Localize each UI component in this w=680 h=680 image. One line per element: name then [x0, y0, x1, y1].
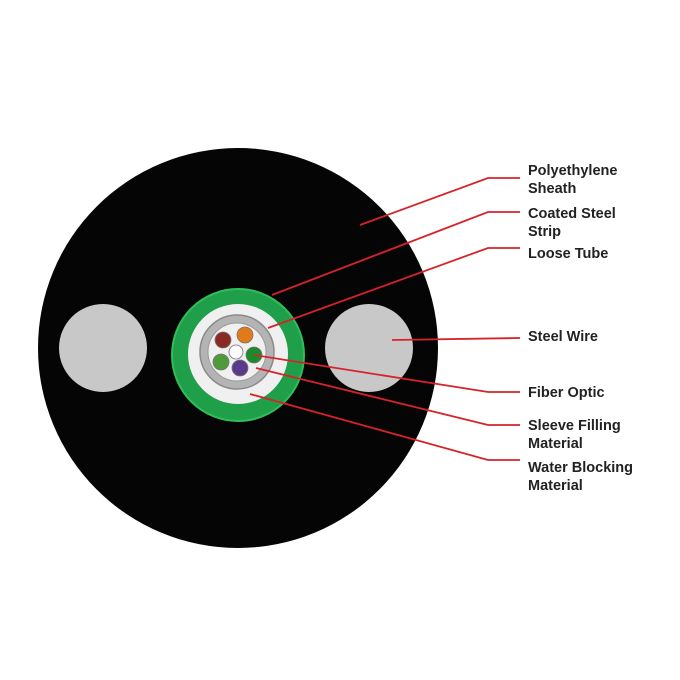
- label-polyethylene-sheath: Polyethylene Sheath: [528, 163, 621, 197]
- steel-wire-left-shape: [59, 304, 147, 392]
- label-steel-wire: Steel Wire: [528, 329, 598, 345]
- leader-line-fiber-optic: [253, 354, 520, 393]
- label-line: Material: [528, 478, 583, 494]
- label-line: Strip: [528, 224, 561, 240]
- label-line: Loose Tube: [528, 246, 608, 262]
- leader-line-water-blocking-material: [249, 393, 520, 461]
- leader-line-steel-wire: [391, 337, 521, 341]
- label-line: Water Blocking: [528, 460, 633, 476]
- leader-line-polyethylene-sheath: [359, 177, 520, 226]
- label-line: Polyethylene: [528, 163, 617, 179]
- callout-labels: Polyethylene Sheath Coated Steel Strip L…: [528, 163, 637, 494]
- leader-lines: [249, 177, 521, 461]
- label-line: Coated Steel: [528, 206, 616, 222]
- label-line: Steel Wire: [528, 329, 598, 345]
- label-sleeve-filling-material: Sleeve Filling Material: [528, 418, 625, 452]
- fiber-white: [228, 344, 244, 360]
- label-fiber-optic: Fiber Optic: [528, 385, 605, 401]
- leader-line-coated-steel-strip: [271, 211, 520, 296]
- fiber-brown: [214, 331, 232, 349]
- label-line: Sleeve Filling: [528, 418, 621, 434]
- fiber-olive: [212, 353, 230, 371]
- label-line: Fiber Optic: [528, 385, 605, 401]
- label-line: Material: [528, 436, 583, 452]
- fiber-blue: [231, 359, 249, 377]
- leader-line-loose-tube: [267, 247, 520, 329]
- fiber-orange: [236, 326, 254, 344]
- label-water-blocking-material: Water Blocking Material: [528, 460, 637, 494]
- label-coated-steel-strip: Coated Steel Strip: [528, 206, 620, 240]
- label-loose-tube: Loose Tube: [528, 246, 608, 262]
- label-line: Sheath: [528, 181, 576, 197]
- leader-line-sleeve-filling-material: [255, 367, 520, 426]
